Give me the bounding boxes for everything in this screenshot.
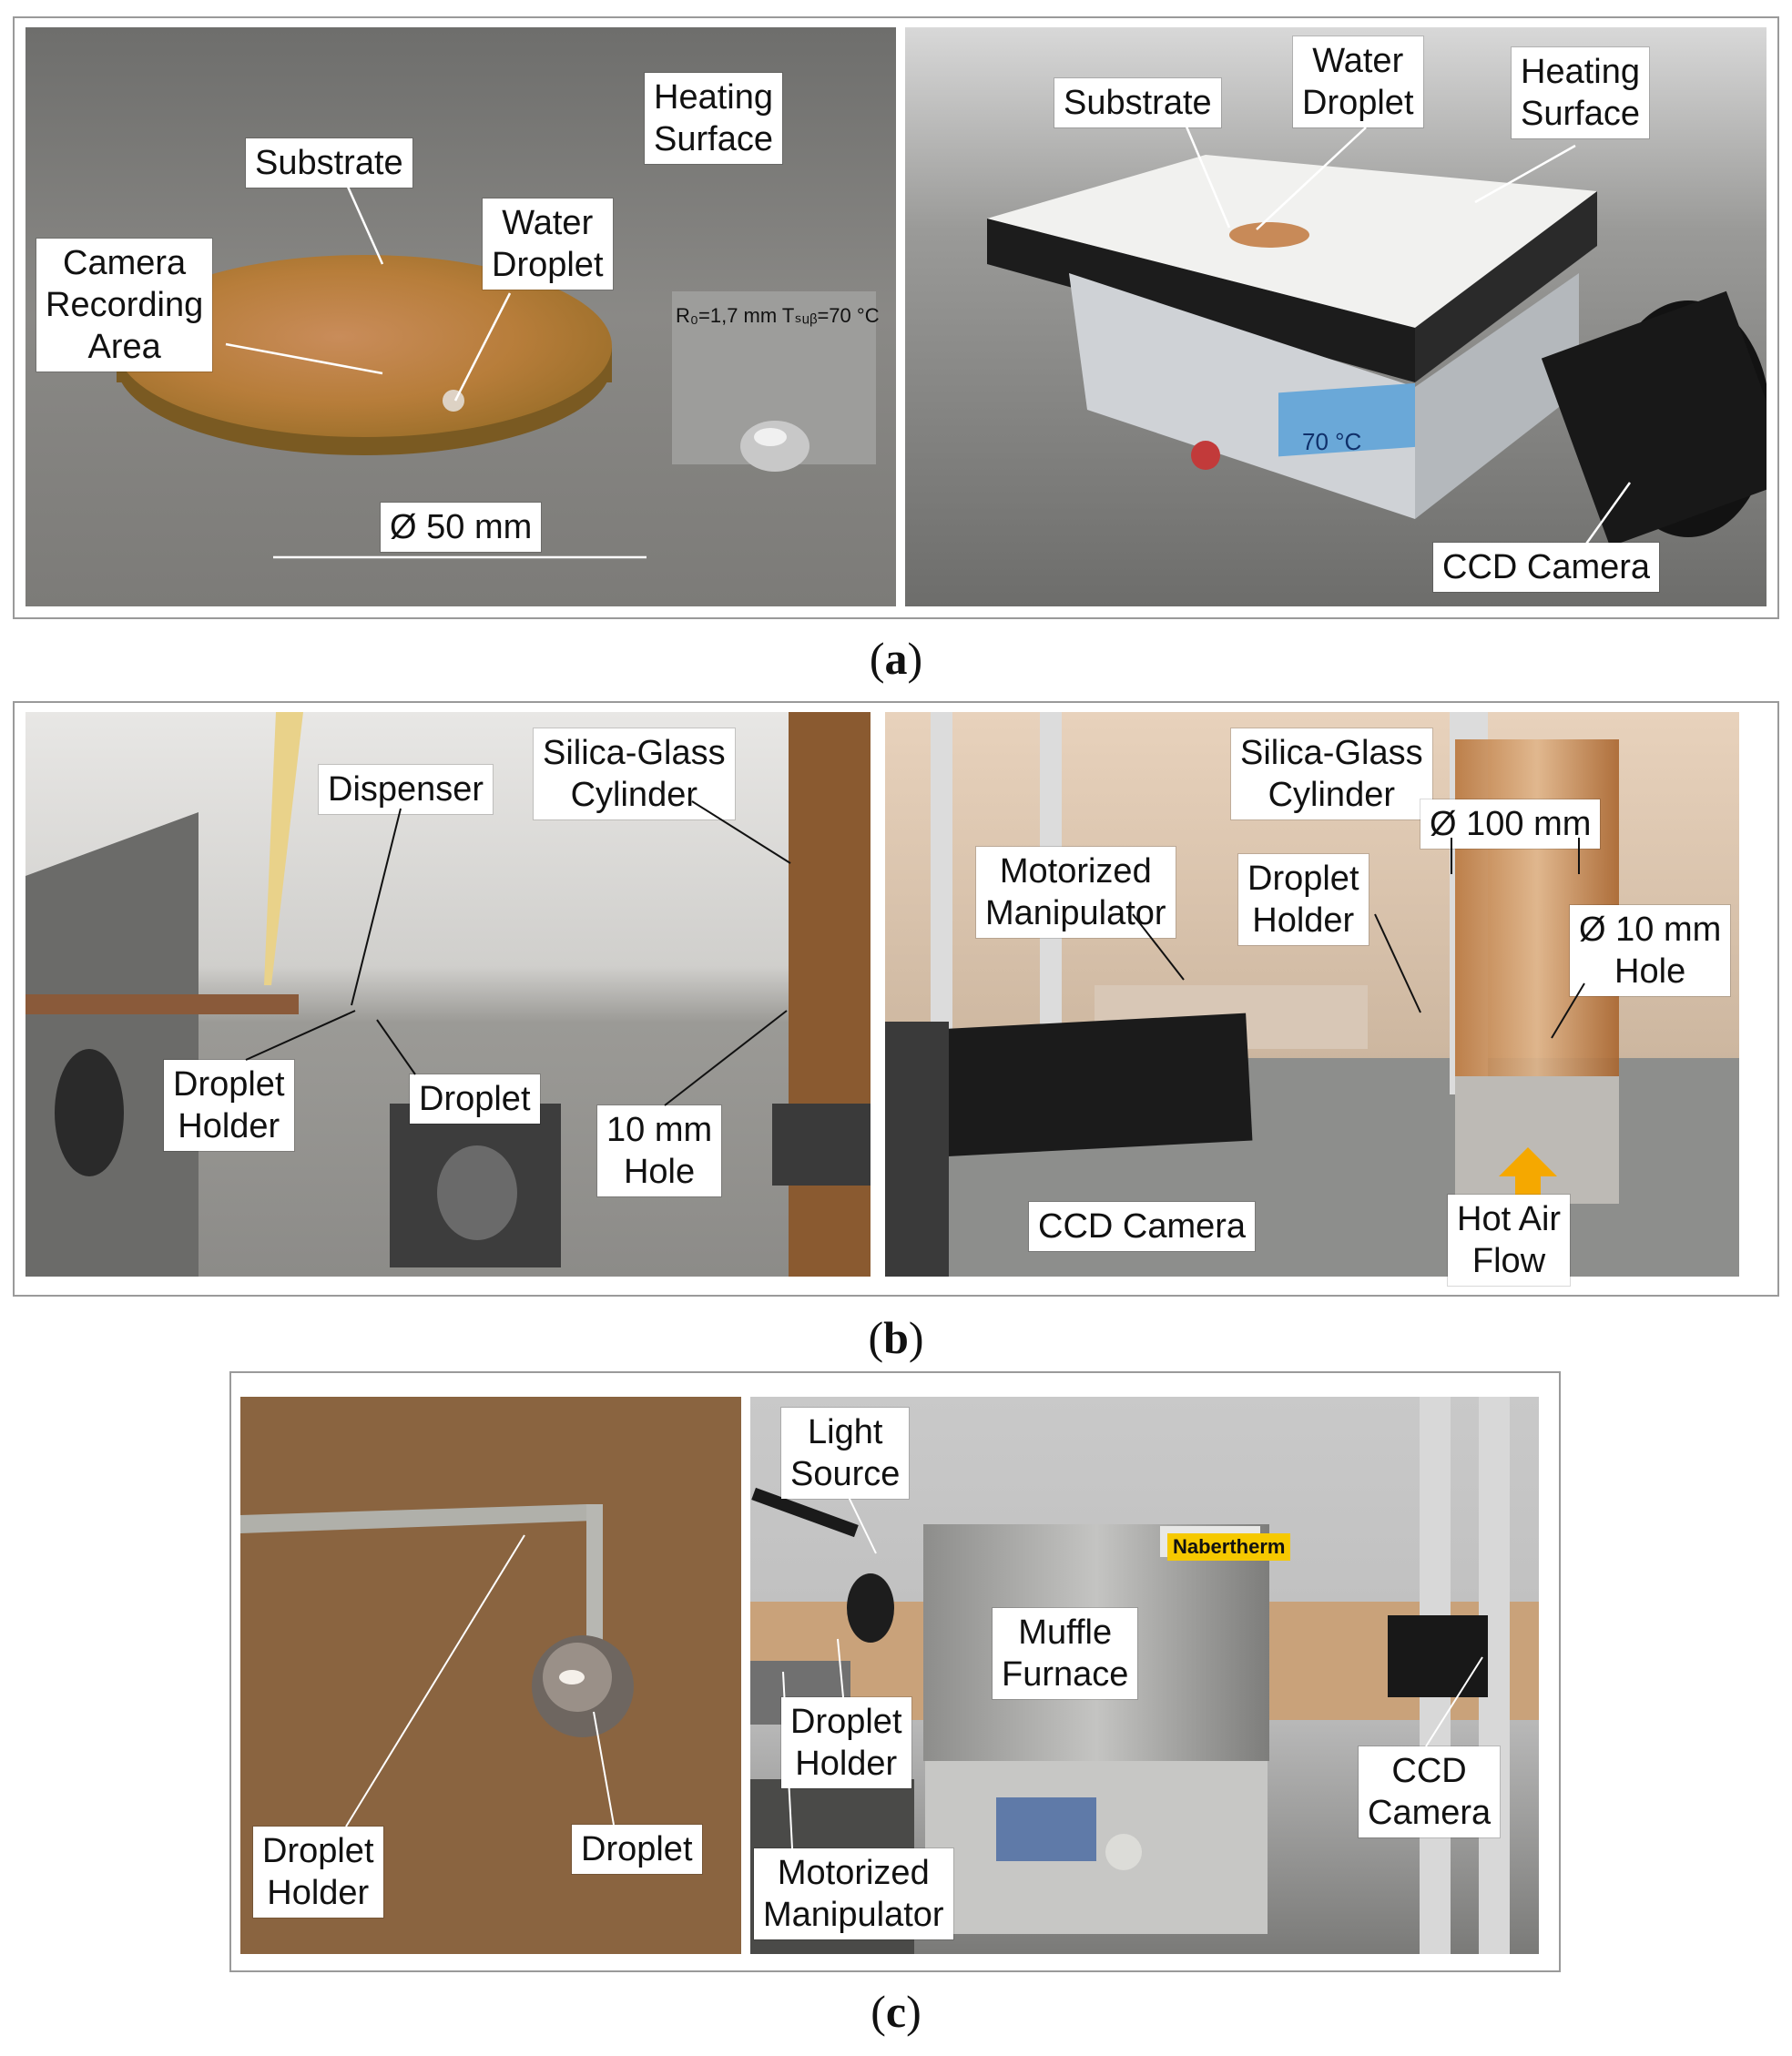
label-a2-heating-surface: Heating Surface [1512, 47, 1649, 138]
caption-c: (c) [871, 1986, 921, 2037]
label-a-substrate: Substrate [246, 138, 412, 188]
label-a2-substrate: Substrate [1054, 78, 1221, 127]
label-c-droplet-holder: Droplet Holder [253, 1827, 383, 1918]
label-b-droplet: Droplet [410, 1074, 540, 1124]
label-a-water-droplet: Water Droplet [483, 198, 613, 290]
label-b2-diameter-100: Ø 100 mm [1420, 799, 1601, 849]
label-c-droplet: Droplet [572, 1825, 702, 1874]
furnace-brand: Nabertherm [1167, 1533, 1291, 1561]
label-a2-ccd-camera: CCD Camera [1433, 543, 1660, 592]
label-c2-ccd-camera: CCD Camera [1359, 1746, 1501, 1837]
label-a-heating-surface: Heating Surface [645, 73, 782, 164]
label-b-dispenser: Dispenser [319, 765, 494, 814]
label-b2-motorized-manipulator: Motorized Manipulator [976, 847, 1176, 938]
caption-b: (b) [868, 1312, 924, 1363]
label-c2-light-source: Light Source [781, 1408, 910, 1499]
label-a-camera-recording-area: Camera Recording Area [36, 239, 213, 372]
caption-a: (a) [869, 633, 923, 684]
label-b2-hot-air-flow: Hot Air Flow [1448, 1195, 1571, 1286]
label-c2-motorized-manipulator: Motorized Manipulator [754, 1848, 953, 1939]
label-c2-droplet-holder: Droplet Holder [781, 1697, 911, 1788]
label-b2-silica-cylinder: Silica-Glass Cylinder [1231, 728, 1432, 819]
label-a2-water-droplet: Water Droplet [1293, 36, 1423, 127]
label-b-10mm-hole: 10 mm Hole [597, 1105, 722, 1196]
label-b2-ccd-camera: CCD Camera [1029, 1202, 1256, 1251]
label-a-inset-annotation: R₀=1,7 mm Tₛᵤᵦ=70 °C [676, 304, 880, 327]
label-b2-hole-10: Ø 10 mm Hole [1570, 905, 1731, 996]
heater-display-readout: 70 °C [1302, 428, 1362, 455]
label-c2-muffle-furnace: Muffle Furnace [993, 1608, 1138, 1699]
label-b2-droplet-holder: Droplet Holder [1238, 854, 1369, 945]
label-a-diameter: Ø 50 mm [381, 503, 542, 552]
label-b-droplet-holder: Droplet Holder [164, 1060, 294, 1151]
label-b-silica-cylinder: Silica-Glass Cylinder [534, 728, 735, 819]
